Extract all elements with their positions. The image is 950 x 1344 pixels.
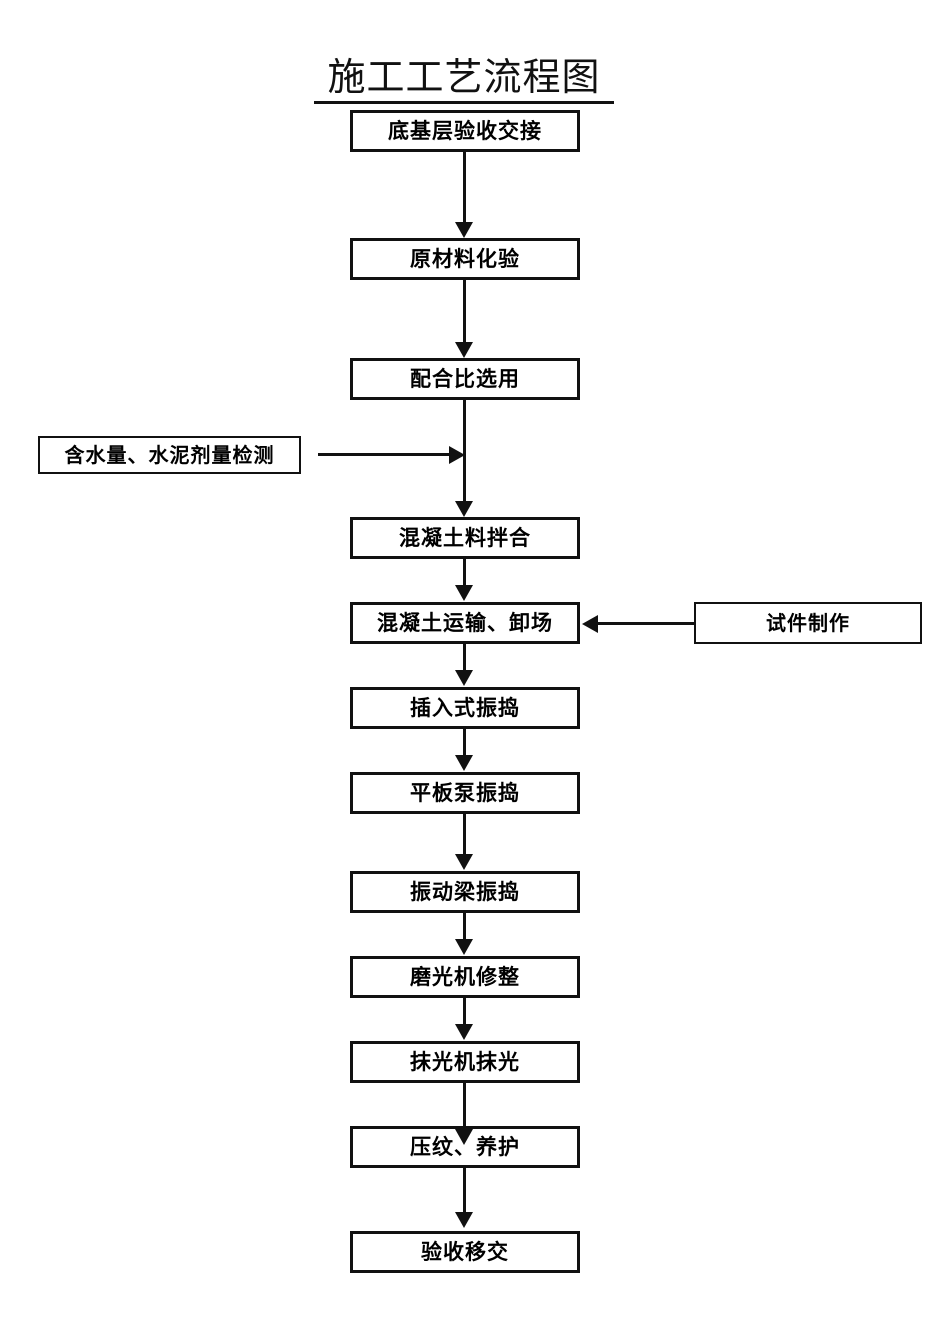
flow-node-磨光机修整[interactable]: 磨光机修整 bbox=[350, 956, 580, 998]
connector-side-right bbox=[597, 622, 694, 625]
flow-node-底基层验收交接[interactable]: 底基层验收交接 bbox=[350, 110, 580, 152]
arrow-6-7-icon bbox=[455, 755, 473, 771]
connector-6-7 bbox=[463, 729, 466, 757]
connector-11-12 bbox=[463, 1168, 466, 1214]
flow-node-配合比选用[interactable]: 配合比选用 bbox=[350, 358, 580, 400]
connector-4-5 bbox=[463, 559, 466, 587]
flow-node-试件制作[interactable]: 试件制作 bbox=[694, 602, 922, 644]
flow-node-含水量水泥剂量检测[interactable]: 含水量、水泥剂量检测 bbox=[38, 436, 301, 474]
arrow-11-12-icon bbox=[455, 1212, 473, 1228]
connector-1-2 bbox=[463, 152, 466, 224]
arrow-3-4-icon bbox=[455, 501, 473, 517]
connector-7-8 bbox=[463, 814, 466, 856]
flow-node-验收移交[interactable]: 验收移交 bbox=[350, 1231, 580, 1273]
flow-node-混凝土运输卸场[interactable]: 混凝土运输、卸场 bbox=[350, 602, 580, 644]
arrow-1-2-icon bbox=[455, 222, 473, 238]
connector-side-left bbox=[318, 453, 451, 456]
flow-node-插入式振捣[interactable]: 插入式振捣 bbox=[350, 687, 580, 729]
arrow-7-8-icon bbox=[455, 854, 473, 870]
arrow-2-3-icon bbox=[455, 342, 473, 358]
arrow-side-right-icon bbox=[582, 615, 598, 633]
connector-8-9 bbox=[463, 913, 466, 941]
connector-9-10 bbox=[463, 998, 466, 1026]
flow-node-混凝土料拌合[interactable]: 混凝土料拌合 bbox=[350, 517, 580, 559]
arrow-4-5-icon bbox=[455, 585, 473, 601]
arrow-9-10-icon bbox=[455, 1024, 473, 1040]
flow-node-抹光机抹光[interactable]: 抹光机抹光 bbox=[350, 1041, 580, 1083]
arrow-8-9-icon bbox=[455, 939, 473, 955]
page-title: 施工工艺流程图 bbox=[314, 54, 614, 104]
arrow-side-left-icon bbox=[449, 446, 465, 464]
connector-2-3 bbox=[463, 280, 466, 344]
flow-node-原材料化验[interactable]: 原材料化验 bbox=[350, 238, 580, 280]
flow-node-平板泵振捣[interactable]: 平板泵振捣 bbox=[350, 772, 580, 814]
connector-10-11 bbox=[463, 1083, 466, 1141]
arrow-5-6-icon bbox=[455, 670, 473, 686]
arrow-10-11-icon bbox=[455, 1129, 473, 1145]
flow-node-振动梁振捣[interactable]: 振动梁振捣 bbox=[350, 871, 580, 913]
connector-5-6 bbox=[463, 644, 466, 672]
